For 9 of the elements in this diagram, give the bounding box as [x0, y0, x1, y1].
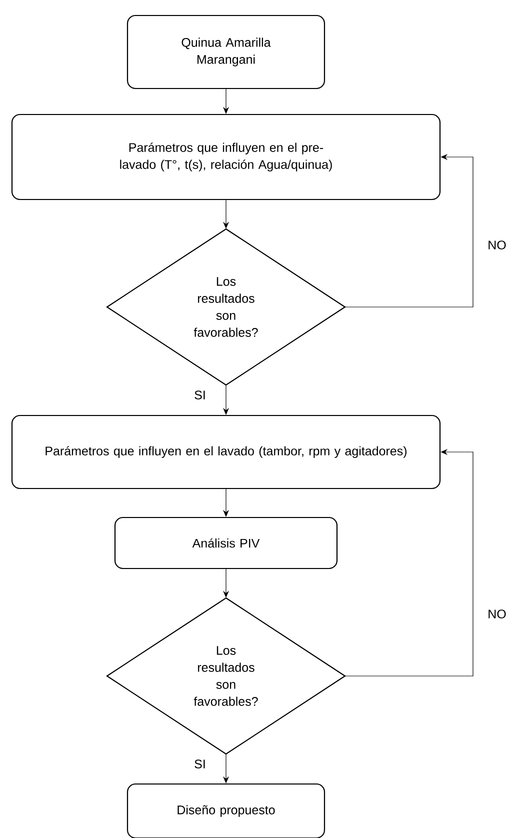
edge-label: NO: [486, 240, 508, 250]
process-box: Quinua Amarilla Marangani: [126, 14, 326, 90]
edge-label: SI: [193, 390, 207, 400]
process-box: Parámetros que influyen en el lavado (tambor, rpm y agitadores): [11, 414, 441, 490]
process-box: Parámetros que influyen en el pre-lavado (T°, t(s), relación Agua/quinua): [11, 114, 441, 200]
process-box: Diseño propuesto: [126, 783, 326, 838]
process-box: Análisis PIV: [114, 516, 338, 570]
edge-label: SI: [193, 758, 207, 770]
edge-label: NO: [486, 608, 508, 620]
